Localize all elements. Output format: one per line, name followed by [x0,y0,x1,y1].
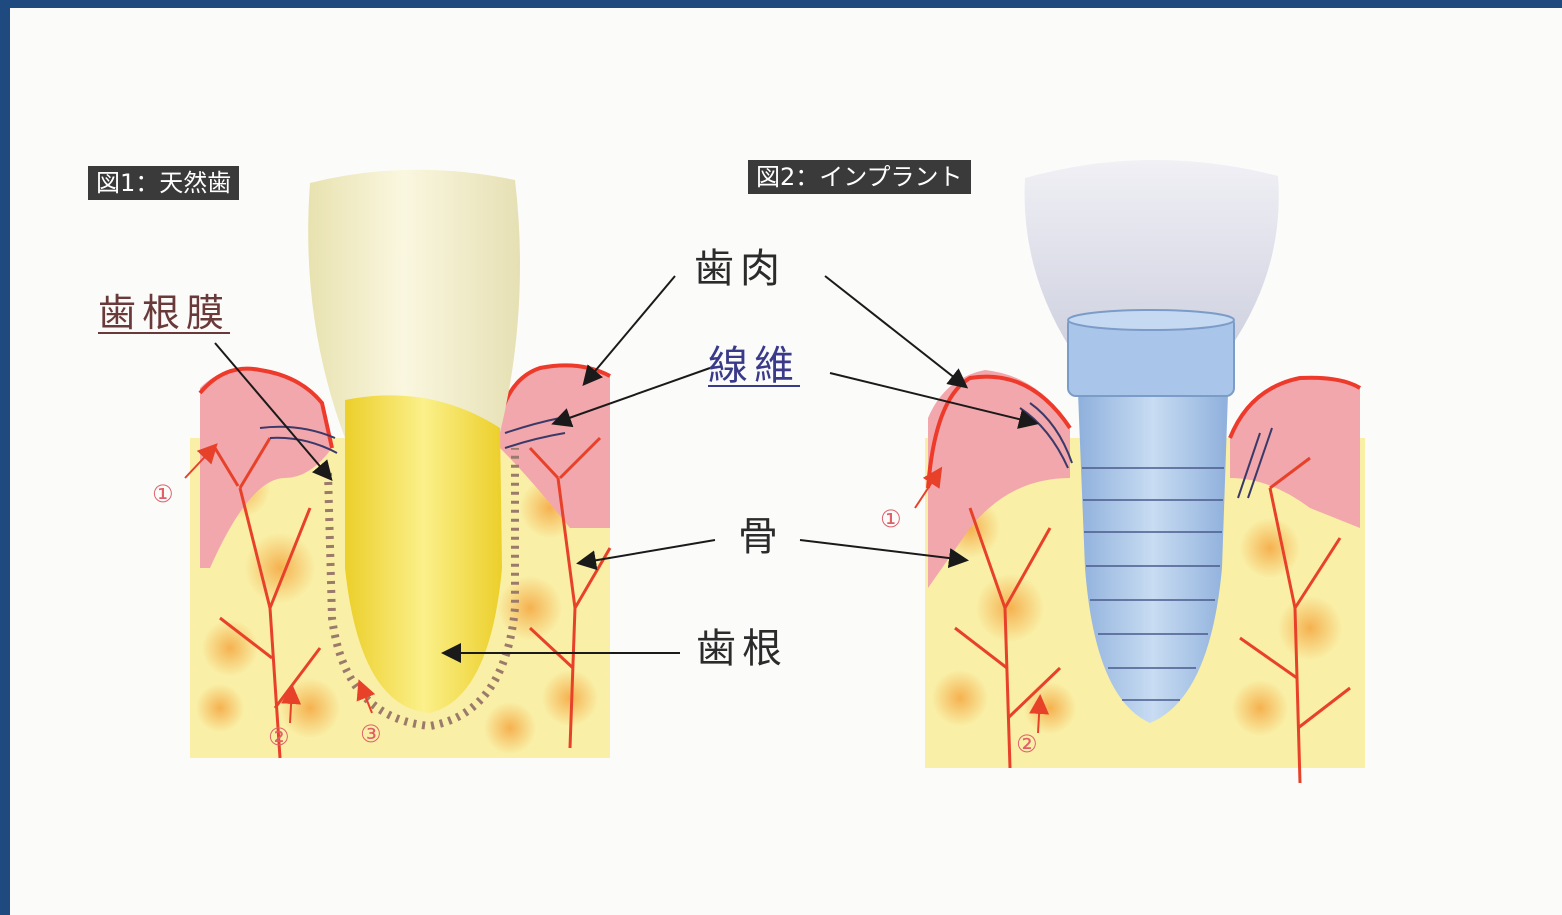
label-root: 歯根 [696,626,788,672]
label-gingiva: 歯肉 [694,246,786,292]
arrow-gingiva-natural [585,276,675,383]
marker-1-implant: ① [880,505,902,533]
marker-1-natural: ① [152,480,174,508]
label-periodontal-ligament: 歯根膜 [98,290,230,336]
abutment-top [1068,310,1234,330]
figure1-title: 図1：天然歯 [88,166,239,200]
arrow-gingiva-implant [825,276,965,386]
implant-illustration [915,160,1365,783]
marker-3-natural: ③ [360,720,382,748]
label-fibers: 線維 [708,343,800,389]
tooth-diagram [10,8,1562,915]
label-bone: 骨 [738,514,784,560]
figure2-title: 図2：インプラント [748,160,971,194]
natural-tooth-illustration [185,170,610,758]
marker-2-implant: ② [1016,730,1038,758]
marker-2-natural: ② [268,723,290,751]
diagram-frame: 図1：天然歯 図2：インプラント 歯肉 歯根膜 線維 骨 歯根 ① ② ③ ① … [10,8,1562,915]
